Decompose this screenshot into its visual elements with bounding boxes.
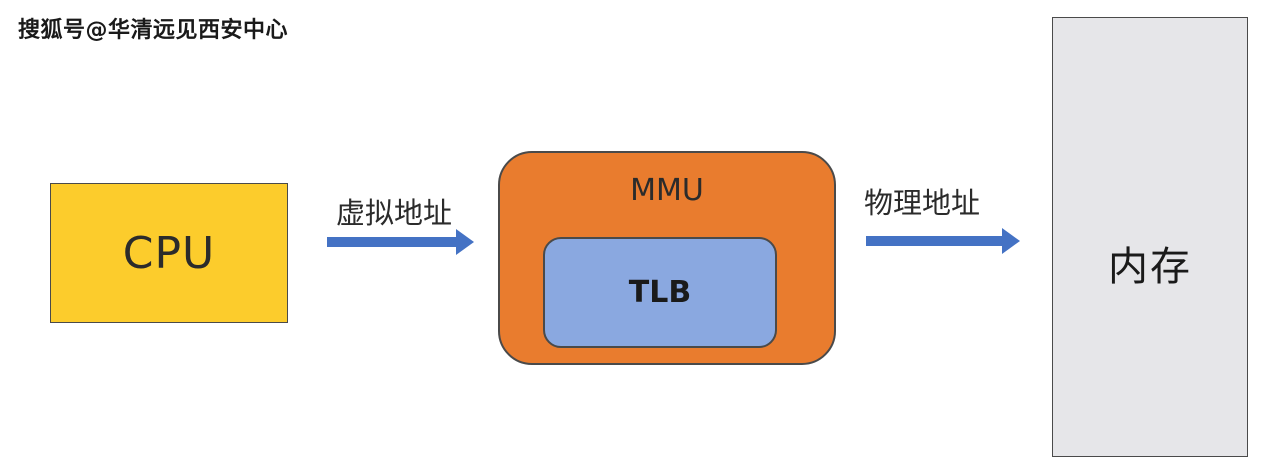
memory-box: 内存 (1052, 17, 1248, 457)
physical-address-label: 物理地址 (864, 186, 981, 220)
tlb-label: TLB (628, 275, 692, 310)
arrow-cpu-to-mmu (327, 229, 474, 255)
arrowhead-right-icon (456, 229, 474, 255)
memory-label: 内存 (1108, 244, 1192, 290)
virtual-address-label: 虚拟地址 (336, 196, 453, 230)
cpu-box: CPU (50, 183, 288, 323)
mmu-label: MMU (630, 173, 704, 208)
watermark-text: 搜狐号@华清远见西安中心 (18, 18, 289, 43)
cpu-label: CPU (122, 227, 216, 279)
arrow-shaft-physical (866, 236, 1004, 246)
tlb-box: TLB (543, 237, 777, 348)
arrow-shaft-virtual (327, 237, 458, 247)
arrow-mmu-to-memory (866, 228, 1020, 254)
arrowhead-right-icon (1002, 228, 1020, 254)
